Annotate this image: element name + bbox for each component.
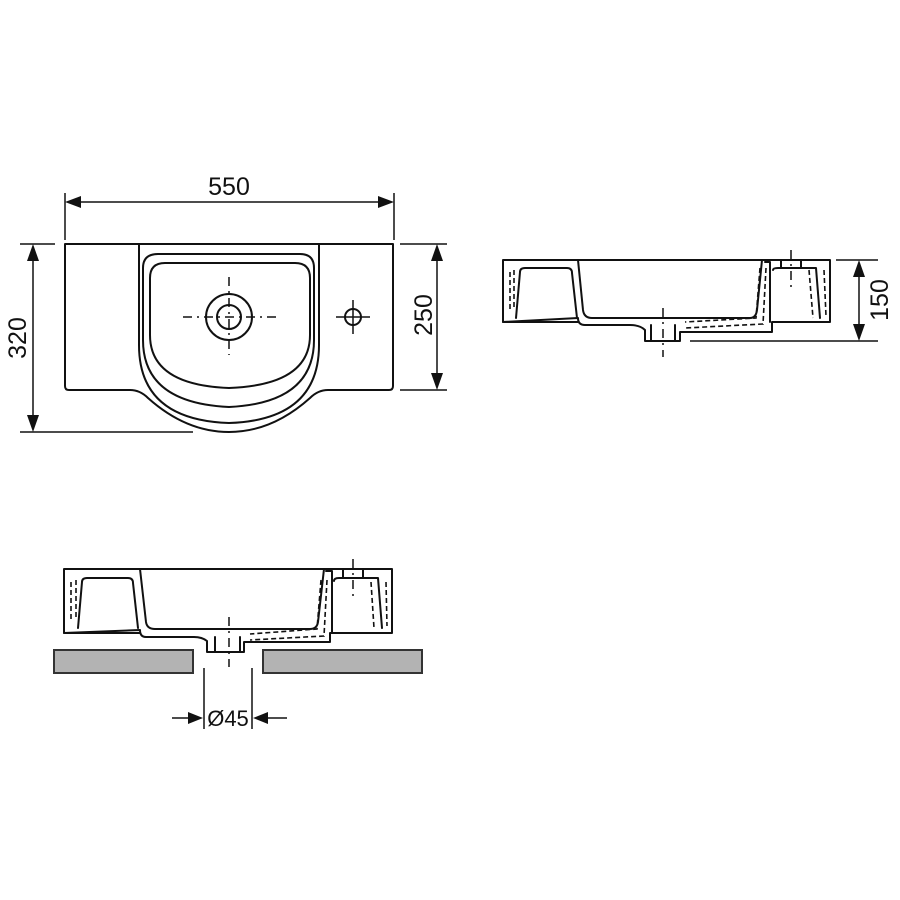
bowl-inner: [149, 262, 311, 389]
dimension-depth-wings: 250: [400, 243, 447, 391]
mounted-view: Ø45: [53, 559, 423, 731]
bowl-rim: [138, 344, 320, 424]
dimension-width: 550: [64, 173, 395, 240]
drain-hole-icon: [183, 277, 276, 355]
dim-label-height: 150: [866, 279, 894, 321]
basin-outline: [64, 243, 394, 433]
mounted-outline: [63, 568, 393, 653]
overflow-channel: [509, 270, 515, 310]
dimension-depth-total: 320: [4, 243, 193, 433]
dim-label-width: 550: [208, 173, 250, 201]
dim-label-depth-total: 320: [4, 317, 32, 359]
bowl-outer: [142, 253, 315, 408]
countertop-left: [53, 649, 194, 674]
dimension-drain-cutout: Ø45: [172, 668, 287, 731]
side-outline: [502, 259, 831, 342]
countertop-right: [262, 649, 423, 674]
dim-label-drain-cutout: Ø45: [207, 706, 249, 731]
dim-label-depth-wings: 250: [410, 294, 438, 336]
side-view: 150: [502, 250, 894, 357]
tap-hole-icon: [336, 300, 370, 334]
top-view: 550 320 250: [4, 173, 447, 433]
dimension-height: 150: [836, 259, 894, 341]
